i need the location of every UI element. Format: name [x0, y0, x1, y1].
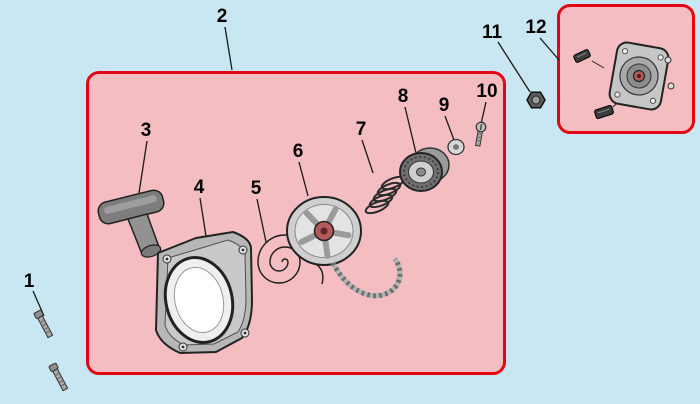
part-starter-housing [155, 231, 253, 354]
callout-number-3: 3 [140, 120, 152, 141]
callout-line-8 [404, 106, 417, 154]
callout-number-7: 7 [355, 119, 367, 140]
part-pulley-screw [474, 121, 487, 147]
callout-line-7 [361, 139, 374, 174]
callout-line-10 [480, 101, 487, 125]
callout-line-11 [497, 41, 531, 93]
callout-number-10: 10 [476, 81, 498, 102]
callout-number-6: 6 [292, 141, 304, 162]
callout-line-2 [224, 26, 233, 71]
part-washer [447, 138, 465, 156]
part-rope-pulley [286, 196, 362, 266]
part-flange-nut [526, 91, 546, 109]
part-starter-rope [330, 257, 403, 299]
callout-number-12: 12 [525, 17, 547, 38]
part-return-spring [364, 175, 406, 215]
part-starter-plate [608, 41, 670, 111]
callout-line-3 [138, 140, 148, 194]
callout-line-4 [199, 197, 207, 237]
callout-line-12 [539, 37, 560, 61]
part-starter-handle [97, 189, 165, 258]
callout-number-4: 4 [193, 177, 205, 198]
part-mounting-screws [33, 309, 69, 392]
callout-line-9 [444, 115, 455, 141]
callout-number-2: 2 [216, 6, 228, 27]
callout-number-8: 8 [397, 86, 409, 107]
callout-number-11: 11 [481, 22, 503, 43]
callout-number-5: 5 [250, 178, 262, 199]
callout-number-9: 9 [438, 95, 450, 116]
callout-line-6 [298, 161, 309, 197]
part-ratchet-drum [399, 147, 450, 192]
callout-number-1: 1 [23, 271, 35, 292]
callout-line-5 [256, 198, 267, 243]
callout-lines [32, 26, 560, 317]
part-plate-fasteners [664, 56, 675, 90]
